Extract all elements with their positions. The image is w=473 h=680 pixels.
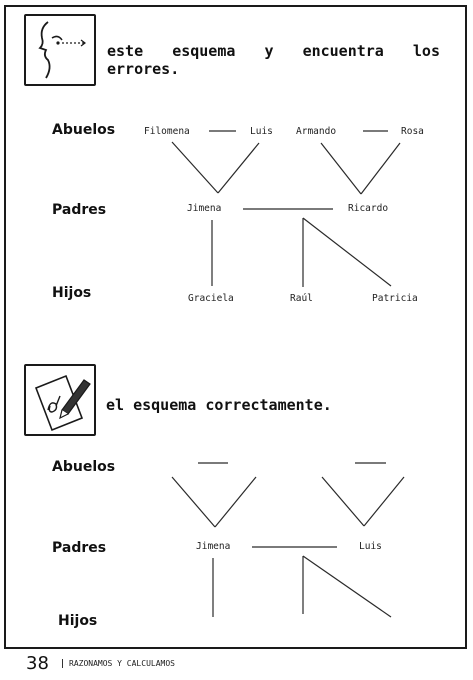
label-abuelos: Abuelos bbox=[52, 122, 116, 138]
name-jimena: Jimena bbox=[196, 541, 231, 552]
label-hijos: Hijos bbox=[58, 613, 98, 629]
write-pencil-icon bbox=[24, 364, 96, 436]
word: y bbox=[264, 42, 274, 60]
name-raul: Raúl bbox=[290, 293, 313, 304]
label-padres: Padres bbox=[52, 540, 107, 556]
word: esquema bbox=[172, 42, 236, 60]
label-hijos: Hijos bbox=[52, 285, 92, 301]
book-title: RAZONAMOS Y CALCULAMOS bbox=[62, 659, 175, 668]
name-patricia: Patricia bbox=[372, 293, 418, 304]
name-jimena: Jimena bbox=[187, 203, 222, 214]
name-filomena: Filomena bbox=[144, 126, 190, 137]
name-ricardo: Ricardo bbox=[348, 203, 389, 214]
word: los bbox=[412, 42, 440, 60]
observe-face-icon bbox=[24, 14, 96, 86]
label-abuelos: Abuelos bbox=[52, 459, 116, 475]
instruction-1-line-2: errores. bbox=[107, 60, 180, 78]
instruction-1-line-1: este esquema y encuentra los bbox=[107, 43, 440, 60]
label-padres: Padres bbox=[52, 202, 107, 218]
name-graciela: Graciela bbox=[188, 293, 234, 304]
name-rosa: Rosa bbox=[401, 126, 424, 137]
word: encuentra bbox=[302, 42, 384, 60]
name-armando: Armando bbox=[296, 126, 337, 137]
page-frame bbox=[4, 5, 467, 649]
name-luis: Luis bbox=[359, 541, 382, 552]
page-number: 38 bbox=[26, 653, 49, 674]
name-luis: Luis bbox=[250, 126, 273, 137]
instruction-2: el esquema correctamente. bbox=[106, 396, 332, 414]
word: este bbox=[107, 42, 144, 60]
